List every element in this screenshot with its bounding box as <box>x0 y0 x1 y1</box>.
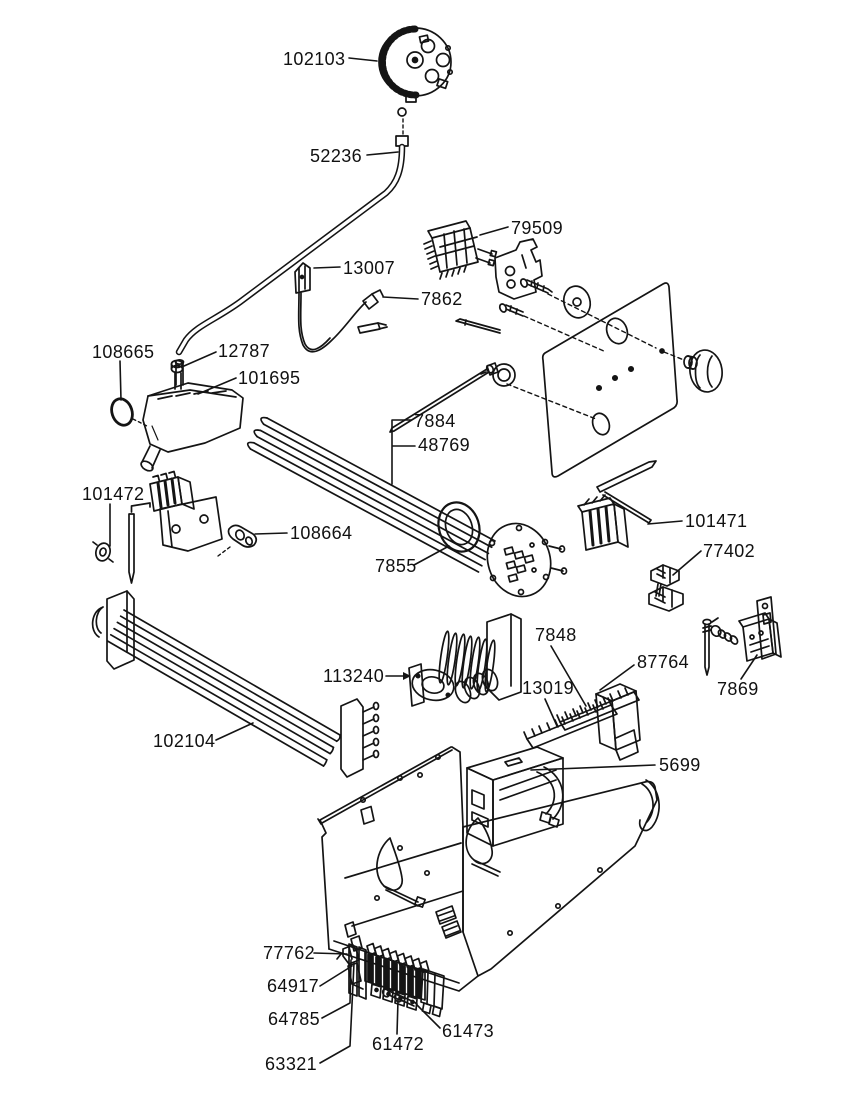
knob-drawing <box>683 349 723 393</box>
part-label-64785: 64785 <box>268 1009 321 1029</box>
part-label-108665: 108665 <box>92 342 155 362</box>
part-label-64917: 64917 <box>267 976 320 996</box>
part-label-7884: 7884 <box>414 411 456 431</box>
limit-switch-drawing <box>702 596 782 676</box>
heating-element-drawing <box>246 416 568 598</box>
element-flange-drawing <box>486 522 568 598</box>
thermostat-right-drawing <box>577 460 657 551</box>
part-label-13007: 13007 <box>343 258 396 278</box>
pilot-tube-drawing <box>175 135 409 356</box>
gasket-ring-drawing <box>437 501 481 553</box>
part-label-7855: 7855 <box>375 556 417 576</box>
clip-drawing <box>217 524 258 557</box>
thermal-fuse-drawing <box>294 262 311 294</box>
spring-clips-drawing <box>648 564 684 612</box>
leader-lines <box>109 57 758 1064</box>
disc-washer-drawing <box>562 285 592 319</box>
part-label-102104: 102104 <box>153 731 216 751</box>
part-label-13019: 13019 <box>522 678 575 698</box>
part-label-61473: 61473 <box>442 1021 495 1041</box>
o-ring-drawing <box>110 397 150 428</box>
terminal-block-drawing <box>336 942 445 1018</box>
terminal-strip-drawing <box>523 687 640 749</box>
alignment-lines <box>506 293 685 420</box>
screws-drawing <box>455 278 553 334</box>
part-label-7848: 7848 <box>535 625 577 645</box>
part-label-7862: 7862 <box>421 289 463 309</box>
part-label-48769: 48769 <box>418 435 471 455</box>
part-label-63321: 63321 <box>265 1054 318 1074</box>
burner-assembly-drawing <box>378 25 454 135</box>
part-label-52236: 52236 <box>310 146 363 166</box>
housing-drawing <box>140 358 244 472</box>
chassis-drawing <box>317 746 660 992</box>
part-label-12787: 12787 <box>218 341 271 361</box>
mounting-bracket-drawing <box>494 238 543 300</box>
part-label-79509: 79509 <box>511 218 564 238</box>
part-label-77762: 77762 <box>263 943 316 963</box>
bracket-87764-drawing <box>595 683 641 761</box>
part-label-113240: 113240 <box>323 666 385 686</box>
connector-block-drawing <box>423 220 498 280</box>
part-label-101695: 101695 <box>238 368 301 388</box>
thermostat-left-drawing <box>92 470 223 584</box>
part-label-77402: 77402 <box>703 541 756 561</box>
part-label-87764: 87764 <box>637 652 690 672</box>
part-label-5699: 5699 <box>659 755 701 775</box>
part-label-101471: 101471 <box>685 511 748 531</box>
heat-exchanger-drawing <box>91 590 380 778</box>
pump-motor-drawing <box>408 613 522 707</box>
control-box-drawing <box>466 746 564 847</box>
control-panel-drawing <box>541 282 678 478</box>
part-label-7869: 7869 <box>717 679 759 699</box>
part-label-102103: 102103 <box>283 49 346 69</box>
part-label-108664: 108664 <box>290 523 353 543</box>
igniter-drawing <box>480 362 516 387</box>
wire-harness-drawing <box>297 289 388 353</box>
part-label-61472: 61472 <box>372 1034 425 1054</box>
part-label-101472: 101472 <box>82 484 145 504</box>
